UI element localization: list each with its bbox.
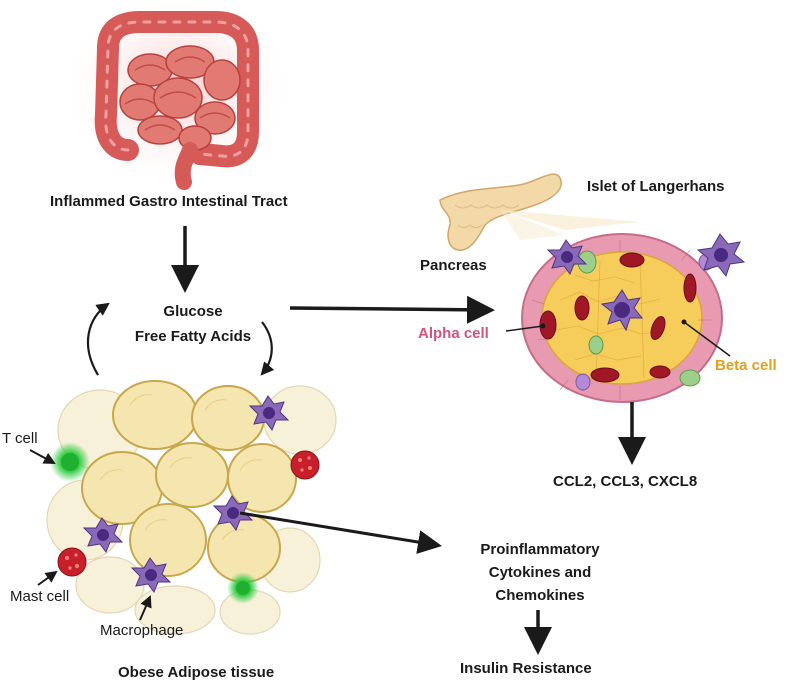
free-fatty-acids-label: Free Fatty Acids	[134, 328, 252, 345]
arrow-cycle-right	[260, 321, 275, 376]
adipose-tissue-illustration	[46, 380, 337, 635]
pancreas-illustration	[439, 173, 640, 251]
mast-cell-1	[290, 450, 320, 480]
small-intestine	[119, 45, 241, 151]
islet-macrophage-top-right	[696, 233, 746, 278]
macrophage-label: Macrophage	[100, 622, 184, 639]
mast-cell-2	[57, 547, 87, 577]
red-blood-cells	[539, 252, 697, 383]
alpha-cell-pointer	[505, 325, 544, 332]
islet-illustration	[521, 233, 746, 403]
ccl-label: CCL2, CCL3, CXCL8	[553, 473, 698, 490]
adipose-macrophage-2	[212, 495, 254, 532]
adipocytes	[81, 380, 297, 583]
mast-cell-pointer	[37, 570, 58, 586]
glucose-label: Glucose	[163, 303, 223, 320]
cytokines-label-line3: Chemokines	[495, 587, 585, 604]
pancreas-label: Pancreas	[420, 257, 487, 274]
intestine-illustration	[68, 0, 288, 190]
macrophage-pointer	[139, 595, 152, 621]
cytokines-label-line1: Proinflammatory	[480, 541, 600, 558]
adipose-macrophage-1	[248, 395, 290, 432]
arrow-cycle-left	[86, 302, 110, 376]
islet-label: Islet of Langerhans	[587, 178, 725, 195]
islet-macrophage-top-left	[546, 239, 588, 276]
adipose-tissue-label: Obese Adipose tissue	[118, 664, 275, 681]
gi-tract-label: Inflammed Gastro Intestinal Tract	[50, 193, 288, 210]
arrow-glucose-to-islet	[289, 295, 495, 324]
cytokines-label-line2: Cytokines and	[488, 564, 592, 581]
beta-cell-pointer	[683, 321, 731, 357]
beta-cell-label: Beta cell	[715, 357, 777, 374]
t-cell-label: T cell	[2, 430, 38, 447]
t-cell-pointer	[29, 449, 56, 464]
islet-macrophage-center	[600, 289, 644, 332]
arrow-adipose-to-cytokines	[239, 511, 442, 554]
mast-cell-label: Mast cell	[10, 588, 70, 605]
adipose-macrophage-4	[130, 557, 172, 594]
delta-cells	[577, 250, 701, 387]
alpha-cell-label: Alpha cell	[418, 325, 489, 342]
insulin-resistance-label: Insulin Resistance	[460, 660, 592, 677]
adipose-macrophage-3	[82, 517, 124, 554]
rectum	[174, 142, 198, 190]
